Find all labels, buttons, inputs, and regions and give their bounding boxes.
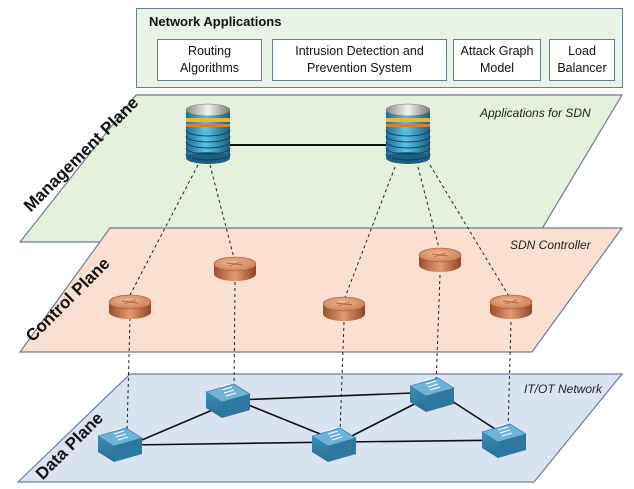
router-icon bbox=[108, 294, 152, 320]
data-plane bbox=[16, 373, 624, 483]
app-routing-algorithms: Routing Algorithms bbox=[157, 39, 262, 81]
management-plane-caption: Applications for SDN bbox=[480, 106, 591, 120]
app-load-balancer: Load Balancer bbox=[549, 39, 615, 81]
control-plane bbox=[18, 227, 624, 353]
control-data-links bbox=[126, 274, 512, 433]
data-plane-caption: IT/OT Network bbox=[524, 382, 603, 396]
network-applications-title: Network Applications bbox=[149, 14, 282, 29]
management-control-links bbox=[129, 164, 511, 301]
network-applications-panel: Network Applications Routing Algorithms … bbox=[136, 8, 623, 88]
router-icon bbox=[489, 294, 533, 320]
database-server-icon bbox=[385, 103, 431, 165]
router-icon bbox=[418, 247, 462, 273]
router-icon bbox=[322, 296, 366, 322]
app-attack-graph-model: Attack Graph Model bbox=[453, 39, 541, 81]
control-plane-caption: SDN Controller bbox=[510, 238, 591, 252]
database-server-icon bbox=[185, 103, 231, 165]
app-intrusion-detection: Intrusion Detection and Prevention Syste… bbox=[272, 39, 447, 81]
router-icon bbox=[213, 256, 257, 282]
